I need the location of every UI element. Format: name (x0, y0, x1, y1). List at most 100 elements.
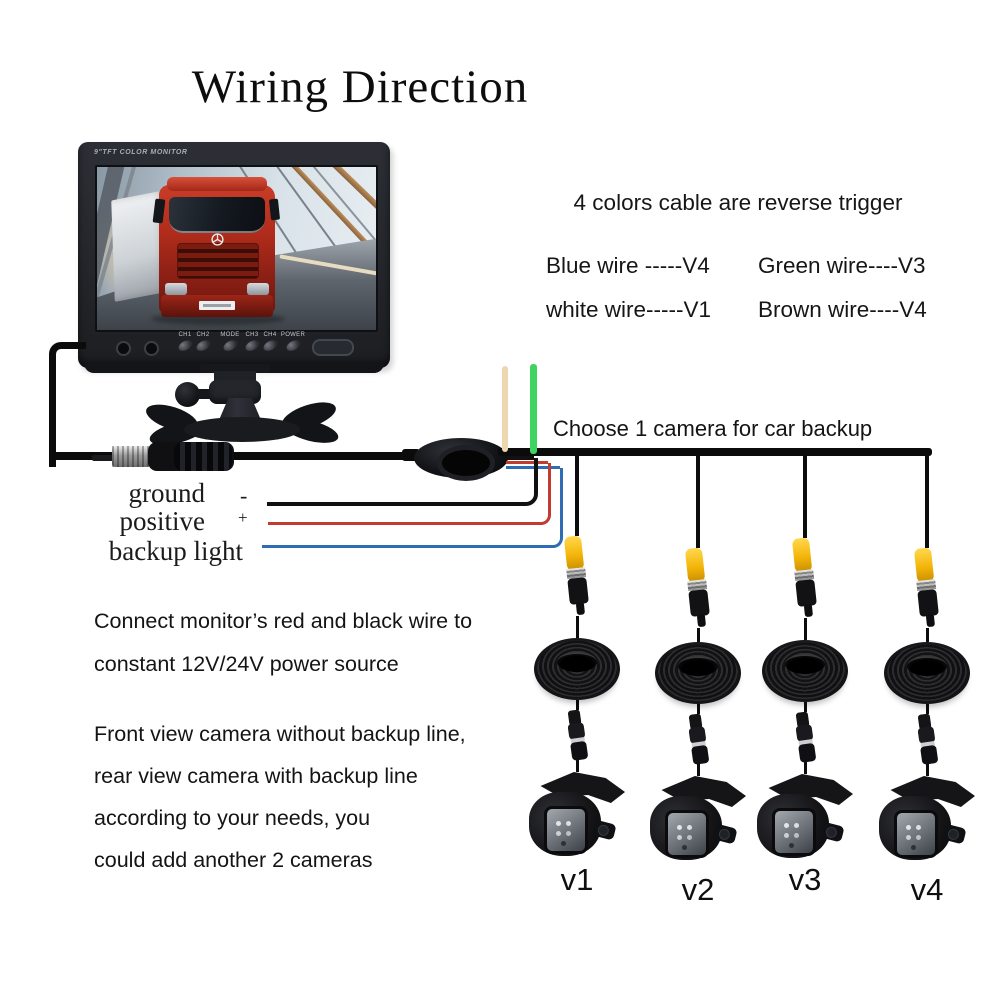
backup-camera (757, 774, 853, 860)
camera-drop-cable (575, 452, 579, 536)
connector-part (798, 742, 817, 763)
cable-junction (414, 438, 508, 481)
monitor: 9"TFT COLOR MONITOR (78, 142, 390, 373)
backup-camera (650, 776, 746, 862)
button-key (261, 338, 279, 353)
rca-black-body (795, 579, 817, 607)
inline-connector (913, 713, 942, 766)
backup-light-label: backup light (108, 536, 243, 566)
cable-segment (696, 704, 700, 714)
rca-black-body (567, 577, 589, 605)
cable-segment (575, 616, 579, 638)
rca-cable-tip (575, 601, 586, 616)
monitor-button-ch2: CH2 (190, 332, 216, 353)
backup-camera (879, 776, 975, 862)
camera-label: v1 (560, 862, 594, 897)
monitor-screen (95, 165, 378, 332)
camera-drop-cable (696, 452, 700, 548)
camera-lens-window (772, 808, 816, 856)
positive-label: positive (119, 506, 206, 536)
truck-windshield (169, 197, 265, 233)
inline-connector (684, 713, 713, 766)
rca-cable-tip (803, 603, 814, 618)
reverse-trigger-heading: 4 colors cable are reverse trigger (573, 190, 903, 215)
plus-sign: + (238, 508, 248, 527)
button-key (194, 338, 212, 353)
camera-drop-cable (925, 452, 929, 548)
page-title: Wiring Direction (191, 61, 529, 113)
rca-black-body (688, 589, 710, 617)
dc-connector-collar (112, 446, 150, 467)
ground-wire-stub (506, 456, 534, 460)
ground-wire (267, 458, 538, 506)
truck-headlight (247, 283, 269, 295)
cable-segment (696, 628, 700, 642)
cable-segment (925, 764, 929, 776)
inline-connector (791, 711, 820, 764)
camera-label: v4 (910, 872, 944, 907)
camera-label: v2 (681, 872, 715, 907)
monitor-cable (49, 342, 86, 467)
rca-yellow-plug (563, 535, 585, 571)
monitor-button-power: POWER (280, 332, 306, 353)
truck-license-plate (199, 301, 235, 310)
cable-coil (655, 642, 741, 704)
camera-lens-window (665, 810, 709, 858)
camera-drop-cable (803, 452, 807, 538)
rca-cable-tip (696, 613, 707, 628)
stand-knob-shaft (198, 389, 212, 399)
camera-column-v3: v3 (757, 452, 853, 898)
cable-segment (575, 700, 579, 710)
cable-segment (803, 702, 807, 712)
inline-connector (563, 709, 592, 762)
button-label: CH3 (245, 332, 259, 338)
camera-label: v3 (788, 862, 822, 897)
camera-lens-window (544, 806, 588, 854)
connector-part (920, 744, 939, 765)
minus-sign: - (240, 483, 248, 508)
dc-plug-tip (92, 455, 116, 461)
cable-coil (534, 638, 620, 700)
connector-part (570, 740, 589, 761)
cable-segment (575, 760, 579, 772)
button-key (221, 338, 239, 353)
ground-label: ground (128, 478, 206, 508)
cable-coil (884, 642, 970, 704)
truck-grille (177, 243, 259, 279)
button-label: POWER (280, 332, 306, 338)
power-note-line: constant 12V/24V power source (94, 652, 399, 676)
backup-camera (529, 772, 625, 858)
cable-segment (696, 764, 700, 776)
rca-connector (789, 537, 821, 619)
rca-yellow-plug (791, 537, 813, 573)
monitor-button-mode: MODE (217, 332, 243, 353)
wire-mapping-brown: Brown wire----V4 (758, 297, 927, 322)
truck-bumper (161, 295, 273, 317)
button-label: CH1 (178, 332, 192, 338)
truck-headlight (165, 283, 187, 295)
main-cable (49, 452, 421, 460)
stand-base-plate (184, 417, 300, 442)
video-bus-cable (498, 448, 932, 456)
camera-lens-window (894, 810, 938, 858)
rca-yellow-plug (913, 547, 935, 583)
button-key (284, 338, 302, 353)
monitor-button-ch4: CH4 (257, 332, 283, 353)
rca-connector (911, 547, 943, 629)
backup-choice-note: Choose 1 camera for car backup (553, 416, 873, 441)
rca-yellow-plug (684, 547, 706, 583)
cable-segment (803, 618, 807, 640)
camera-note: Front view camera without backup line, r… (94, 713, 466, 881)
camera-note-line: according to your needs, you (94, 806, 371, 830)
stand-knob (175, 382, 200, 407)
power-note: Connect monitor’s red and black wire to … (94, 600, 472, 686)
rca-connector (682, 547, 714, 629)
cable-coil (762, 640, 848, 702)
wire-mapping-white: white wire-----V1 (546, 297, 712, 322)
monitor-button-ch3: CH3 (239, 332, 265, 353)
trigger-wire-green (530, 364, 537, 454)
cable-segment (925, 704, 929, 714)
rca-cable-tip (925, 613, 936, 628)
cable-segment (803, 762, 807, 774)
truck-roof-deflector (167, 177, 267, 191)
